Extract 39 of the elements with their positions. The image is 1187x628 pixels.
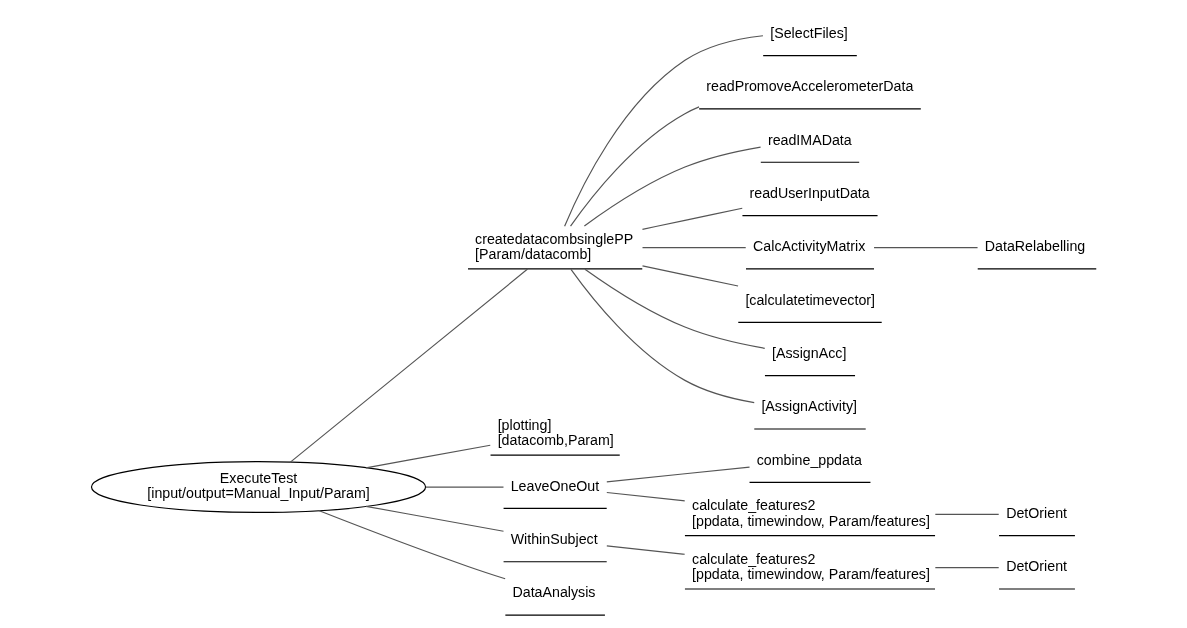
connector bbox=[569, 268, 755, 404]
node-text: DataRelabelling bbox=[984, 238, 1085, 255]
connector bbox=[934, 567, 999, 569]
node-text: createdatacombsinglePP [Param/datacomb] bbox=[474, 230, 633, 262]
node-text: [AssignAcc] bbox=[771, 344, 846, 361]
node-text: [calculatetimevector] bbox=[744, 291, 875, 308]
node-text: calculate_features2 [ppdata, timewindow, Param/features] bbox=[691, 497, 930, 529]
node-text: combine_ppdata bbox=[756, 451, 862, 468]
node-text: CalcActivityMatrix bbox=[752, 238, 865, 255]
node-text: [AssignActivity] bbox=[760, 398, 857, 415]
connector bbox=[569, 106, 700, 227]
connector bbox=[364, 505, 504, 532]
connector bbox=[641, 247, 746, 249]
node-text: readUserInputData bbox=[749, 184, 870, 201]
node-text: readPromoveAccelerometerData bbox=[705, 78, 913, 95]
node-text: DetOrient bbox=[1005, 558, 1067, 575]
node-text: WithinSubject bbox=[510, 531, 598, 548]
connector bbox=[583, 146, 761, 227]
node-ellipse: ExecuteTest [input/output=Manual_Input/Param] bbox=[90, 461, 426, 514]
connector bbox=[317, 509, 506, 580]
connector bbox=[364, 444, 491, 469]
node-text: DetOrient bbox=[1005, 505, 1067, 521]
connector bbox=[605, 545, 685, 555]
node-text: LeaveOneOut bbox=[510, 477, 599, 494]
connector bbox=[605, 491, 685, 502]
connector bbox=[934, 513, 999, 515]
node-text: DataAnalysis bbox=[511, 584, 595, 601]
connector bbox=[563, 35, 764, 227]
node-text: [SelectFiles] bbox=[769, 24, 848, 41]
connector bbox=[583, 268, 765, 349]
connector bbox=[605, 466, 750, 483]
node-text: [plotting] [datacomb,Param] bbox=[497, 416, 614, 449]
node-text: calculate_features2 [ppdata, timewindow, Param/features] bbox=[691, 550, 930, 583]
connector bbox=[289, 268, 528, 463]
connector bbox=[641, 207, 743, 230]
connector bbox=[872, 247, 978, 249]
connector bbox=[424, 486, 504, 488]
connector bbox=[641, 265, 739, 287]
node-text: readIMAData bbox=[767, 131, 852, 148]
